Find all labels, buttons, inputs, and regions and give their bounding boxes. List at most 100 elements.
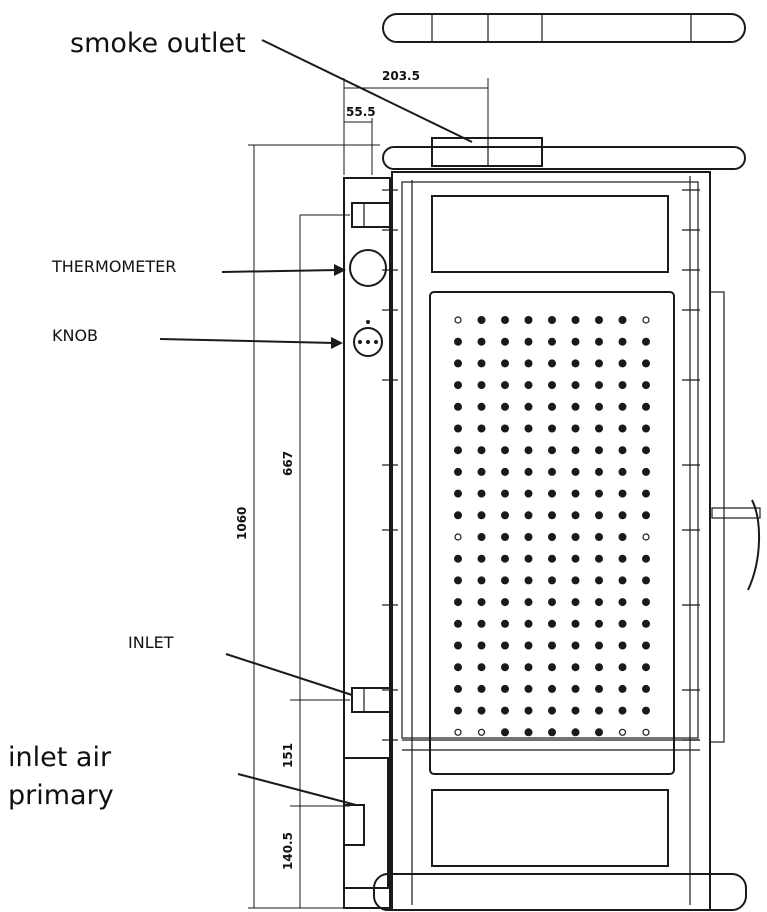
air-hole-dot (571, 489, 580, 498)
air-hole-dot (524, 706, 533, 715)
air-hole-dot (454, 381, 462, 390)
air-hole-dot (595, 554, 603, 563)
air-hole-dot (571, 619, 580, 628)
label-knob: KNOB (52, 326, 98, 345)
inlet-top-fitting (351, 202, 391, 228)
air-hole-dot (454, 728, 462, 736)
dim-total-height: 1060 (235, 507, 249, 540)
air-hole-dot (524, 576, 533, 585)
air-hole-dot (642, 684, 650, 693)
air-hole-dot (618, 619, 627, 628)
air-hole-dot (618, 706, 627, 715)
air-hole-dot (595, 533, 603, 541)
air-hole-dot (618, 641, 627, 650)
air-hole-dot (524, 424, 533, 433)
air-hole-dot (454, 641, 462, 650)
air-hole-dot (642, 706, 650, 715)
air-hole-dot (595, 402, 603, 411)
air-hole-dot (642, 728, 650, 736)
air-hole-dot (595, 641, 603, 650)
air-hole-dot (595, 446, 603, 455)
air-hole-dot (548, 641, 556, 650)
air-hole-dot (501, 533, 509, 541)
air-hole-dot (524, 446, 533, 455)
air-hole-dot (524, 554, 533, 563)
air-hole-dot (642, 598, 650, 607)
air-hole-dot (477, 641, 486, 650)
air-hole-dot (501, 619, 509, 628)
air-hole-dot (524, 467, 533, 476)
air-hole-dot (501, 663, 509, 672)
air-hole-dot (477, 511, 486, 520)
air-hole-dot (571, 663, 580, 672)
air-hole-dot (501, 402, 509, 411)
air-hole-dot (501, 728, 509, 737)
air-hole-dot (524, 337, 533, 346)
air-hole-dot (548, 316, 556, 324)
air-hole-dot (571, 424, 580, 433)
air-hole-dot (501, 381, 509, 390)
air-hole-dot (524, 316, 533, 324)
air-hole-dot (477, 533, 486, 541)
air-hole-dot (642, 381, 650, 390)
air-hole-dot (524, 489, 533, 498)
air-hole-dot (595, 337, 603, 346)
air-hole-dot (642, 533, 650, 541)
air-hole-dot (595, 424, 603, 433)
air-hole-dot (571, 706, 580, 715)
air-hole-dot (454, 424, 462, 433)
air-hole-dot (595, 619, 603, 628)
air-hole-dot (454, 489, 462, 498)
air-hole-dot (477, 663, 486, 672)
air-hole-dot (454, 706, 462, 715)
air-hole-dot (595, 381, 603, 390)
dim-outlet-offset: 203.5 (382, 69, 420, 83)
air-hole-dot (454, 533, 462, 541)
air-hole-dot (548, 728, 556, 737)
air-hole-dot (548, 554, 556, 563)
air-hole-dot (548, 619, 556, 628)
air-hole-dot (618, 554, 627, 563)
air-hole-dot (595, 684, 603, 693)
air-hole-dot (524, 359, 533, 368)
air-hole-dot (618, 684, 627, 693)
top-plate (382, 137, 746, 170)
air-hole-dot (618, 511, 627, 520)
air-hole-dot (501, 446, 509, 455)
air-hole-dot (618, 576, 627, 585)
air-hole-dot (642, 619, 650, 628)
air-hole-dot (571, 402, 580, 411)
air-hole-dot (477, 489, 486, 498)
air-hole-dot (618, 489, 627, 498)
air-hole-dot (501, 554, 509, 563)
air-hole-dot (548, 706, 556, 715)
air-hole-dot (524, 641, 533, 650)
air-hole-dot (571, 511, 580, 520)
air-hole-dot (477, 424, 486, 433)
label-primary: primary (8, 780, 114, 811)
air-hole-dot (454, 446, 462, 455)
air-hole-dot (477, 467, 486, 476)
air-hole-dot (571, 467, 580, 476)
air-hole-dot (524, 402, 533, 411)
air-hole-dot (548, 489, 556, 498)
air-hole-dot (571, 684, 580, 693)
air-hole-dot (501, 576, 509, 585)
air-hole-dot (501, 489, 509, 498)
label-inlet: INLET (128, 633, 174, 652)
door-air-holes (454, 316, 650, 737)
air-hole-dot (642, 359, 650, 368)
air-hole-dot (501, 467, 509, 476)
air-hole-dot (477, 554, 486, 563)
air-hole-dot (548, 359, 556, 368)
air-hole-dot (454, 402, 462, 411)
air-hole-dot (571, 446, 580, 455)
air-hole-dot (642, 424, 650, 433)
air-hole-dot (524, 381, 533, 390)
air-hole-dot (571, 641, 580, 650)
air-hole-dot (618, 424, 627, 433)
air-hole-dot (477, 402, 486, 411)
air-hole-dot (501, 359, 509, 368)
air-hole-dot (571, 576, 580, 585)
